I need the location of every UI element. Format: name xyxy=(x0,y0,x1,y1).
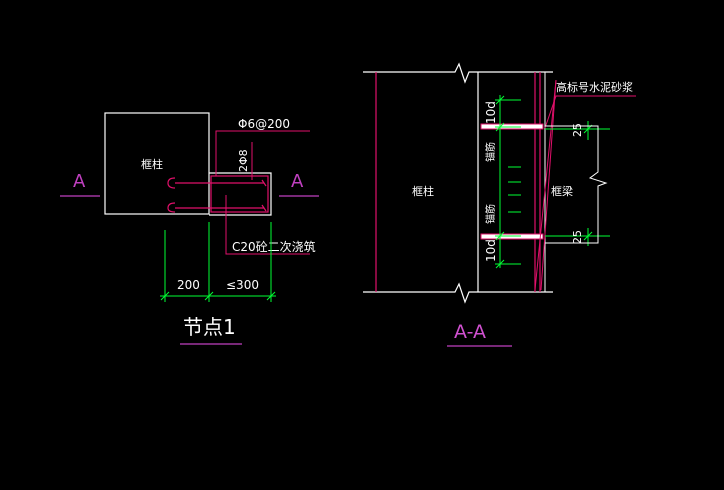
beam-label: 框梁 xyxy=(551,184,573,198)
break-line-top xyxy=(363,62,553,84)
stirrup xyxy=(210,175,269,213)
dimension-group xyxy=(160,222,276,302)
beam-extent-lines xyxy=(545,125,608,244)
rebar-spec-label: Φ6@200 xyxy=(238,117,290,131)
rebar-end-mark xyxy=(261,204,267,212)
rebar-top xyxy=(167,177,264,189)
column-label: 框柱 xyxy=(141,157,163,171)
section-marker-right: A xyxy=(291,171,304,192)
section-title: A-A xyxy=(454,321,486,343)
beam-slant-1 xyxy=(534,79,557,291)
node-title: 节点1 xyxy=(183,315,236,339)
dim-vertical xyxy=(495,95,610,269)
section-view: 高标号水泥砂浆 10d 10d xyxy=(363,62,636,347)
rebar-end-mark xyxy=(261,179,267,187)
dim-right-label: ≤300 xyxy=(226,278,259,292)
anchor-bottom-label: 锚筋 xyxy=(484,204,497,224)
concrete-note-label: C20砼二次浇筑 xyxy=(232,239,316,254)
rebar-count-label: 2Φ8 xyxy=(237,149,250,172)
anchor-top-label: 锚筋 xyxy=(484,142,497,162)
mortar-note-label: 高标号水泥砂浆 xyxy=(556,80,633,94)
leader-rebar-spec xyxy=(215,130,310,176)
break-line-bottom xyxy=(363,282,553,304)
dim-left-label: 200 xyxy=(177,278,200,292)
gap-bottom-label: 25 xyxy=(571,230,584,244)
leader-mortar xyxy=(544,95,636,129)
beam-slant-2 xyxy=(540,79,557,291)
dim-top-v-label: 10d xyxy=(484,101,498,124)
beam-outline xyxy=(209,172,272,216)
gap-top-label: 25 xyxy=(571,123,584,137)
leader-concrete xyxy=(225,195,310,255)
node-detail: Φ6@200 2Φ8 C20砼二次浇筑 框柱 A A 200 ≤300 节点1 xyxy=(60,112,319,345)
column-outline xyxy=(104,112,210,215)
rebar-bottom xyxy=(167,202,264,213)
section-column-label: 框柱 xyxy=(412,184,434,198)
dim-bottom-v-label: 10d xyxy=(484,239,498,262)
section-marker-left: A xyxy=(73,171,86,192)
